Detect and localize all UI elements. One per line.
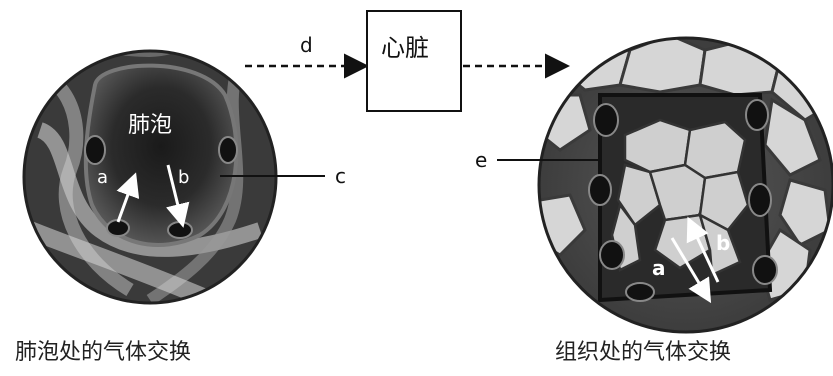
alveolus-arrow-b [166, 164, 190, 228]
heart-label: 心脏 [381, 34, 429, 62]
label-b-left: b [178, 167, 189, 188]
label-e: e [475, 148, 487, 172]
label-a-left: a [97, 167, 108, 188]
tissue-arrow-a [670, 237, 712, 304]
heart-box [366, 10, 462, 112]
caption-tissue-exchange: 组织处的气体交换 [555, 340, 732, 365]
tissue-arrow-b [686, 216, 720, 283]
alveolus-label: 肺泡 [128, 113, 172, 138]
alveolus-circle [22, 49, 278, 305]
label-b-right: b [716, 231, 730, 255]
caption-alveolar-exchange: 肺泡处的气体交换 [15, 340, 192, 365]
tissue-circle [537, 36, 833, 334]
label-d: d [300, 33, 313, 57]
label-c: c [335, 164, 346, 188]
alveolus-arrow-a [116, 172, 140, 223]
label-a-right: a [652, 256, 666, 280]
